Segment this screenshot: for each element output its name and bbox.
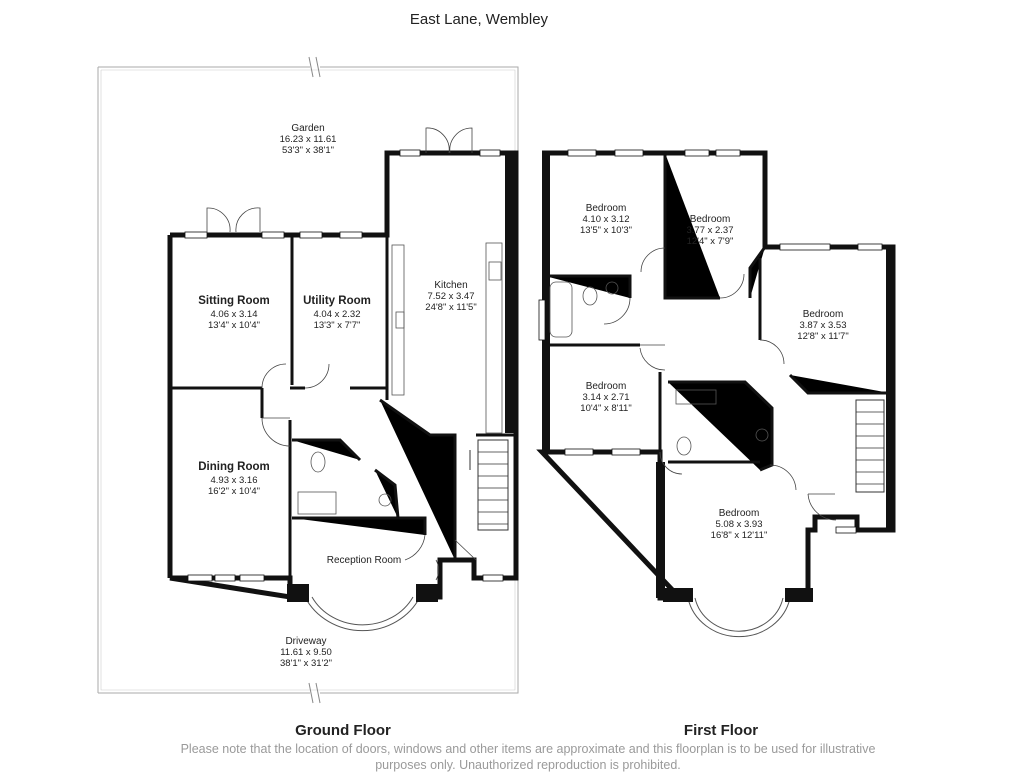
bedroom-4-metric: 3.14 x 2.71 [582,392,629,403]
boundary-break-bottom [308,682,321,704]
wall-reception-top [292,516,427,535]
kitchen-counter-west [391,244,405,396]
wall-bed3 [758,258,890,395]
bay-window-inner [311,596,414,626]
ground-floor-caption: Ground Floor [295,722,391,739]
toilet-icon [310,451,326,473]
bedroom-3-label: Bedroom [803,309,844,320]
first-wall-bedroom5-west [656,462,665,598]
ensuite-shower-icon [675,389,717,405]
bedroom-2-metric: 3.77 x 2.37 [686,225,733,236]
sink-icon [395,311,405,329]
bedroom-3-metric: 3.87 x 3.53 [799,320,846,331]
bathtub-icon [549,281,573,338]
ensuite-basin-icon [755,428,769,442]
bedroom-2-imperial: 12'4" x 7'9" [687,236,734,247]
bedroom-5-imperial: 16'8" x 12'11" [711,530,768,541]
wall-wc-top [292,438,362,462]
garden-label: Garden [291,123,324,134]
bay-pier-right [416,584,438,602]
sitting-room-label: Sitting Room [198,295,270,307]
hob-icon [488,261,502,281]
utility-room-label: Utility Room [303,295,371,307]
basin-icon [378,493,392,507]
ground-doors [206,127,477,581]
first-wall-east [886,247,894,530]
ground-windows [184,149,504,582]
bath-toilet-icon [582,286,598,306]
bedroom-5-metric: 5.08 x 3.93 [715,519,762,530]
bay-pier-left [287,584,309,602]
bay-window-outer [304,596,421,632]
dining-room-metric: 4.93 x 3.16 [210,475,257,486]
boundary-break-top [308,56,321,78]
kitchen-east-wall [505,153,516,433]
wall-bed1-bed2 [663,153,720,300]
first-floor-plan: Bedroom 4.10 x 3.12 13'5" x 10'3" Bedroo… [536,149,896,739]
shower-tray-icon [297,491,337,515]
first-bay-pier-left [663,588,693,602]
first-windows [538,149,883,534]
first-bay-window-inner [694,597,784,632]
plan-title: East Lane, Wembley [410,11,549,28]
bedroom-2-label: Bedroom [690,214,731,225]
first-bay-window-outer [687,597,791,638]
reception-room-label: Reception Room [327,555,401,566]
driveway-label: Driveway [285,636,326,647]
first-doors [603,247,837,521]
bedroom-3-imperial: 12'8" x 11'7" [797,331,848,342]
kitchen-counter-east [485,242,503,434]
bedroom-5-label: Bedroom [719,508,760,519]
bedroom-4-imperial: 10'4" x 8'11" [580,403,631,414]
bedroom-4-label: Bedroom [586,381,627,392]
kitchen-label: Kitchen [434,280,467,291]
wall-ensuite [668,380,774,472]
first-staircase [855,399,885,493]
sitting-room-metric: 4.06 x 3.14 [210,309,257,320]
bedroom-1-imperial: 13'5" x 10'3" [580,225,632,236]
dining-room-label: Dining Room [198,461,270,473]
utility-room-imperial: 13'3" x 7'7" [314,320,361,331]
wall-bed1-bottom [545,274,632,298]
first-wall-west [542,153,550,452]
sitting-room-imperial: 13'4" x 10'4" [208,320,260,331]
plot-boundary-inner [100,69,516,691]
first-bay-pier-right [785,588,813,602]
utility-room-metric: 4.04 x 2.32 [313,309,360,320]
kitchen-metric: 7.52 x 3.47 [427,291,474,302]
bedroom-1-metric: 4.10 x 3.12 [582,214,629,225]
driveway-imperial: 38'1" x 31'2" [280,658,332,669]
first-floor-caption: First Floor [684,722,758,739]
disclaimer-line-1: Please note that the location of doors, … [181,742,876,756]
disclaimer-line-2: purposes only. Unauthorized reproduction… [375,758,681,772]
wall-kitchen-angle [379,398,457,560]
bath-basin-icon [605,281,619,295]
wall-bed2-bed3 [748,246,767,298]
driveway-metric: 11.61 x 9.50 [280,647,332,658]
ground-floor-plan: Garden 16.23 x 11.61 53'3" x 38'1" Kitch… [97,56,519,739]
ground-staircase [469,439,509,531]
ensuite-toilet-icon [676,436,692,456]
dining-room-imperial: 16'2" x 10'4" [208,486,260,497]
bedroom-1-label: Bedroom [586,203,627,214]
garden-metric: 16.23 x 11.61 [280,134,337,145]
kitchen-imperial: 24'8" x 11'5" [425,302,476,313]
ground-floor-outer-walls [169,150,519,600]
garden-imperial: 53'3" x 38'1" [282,145,334,156]
